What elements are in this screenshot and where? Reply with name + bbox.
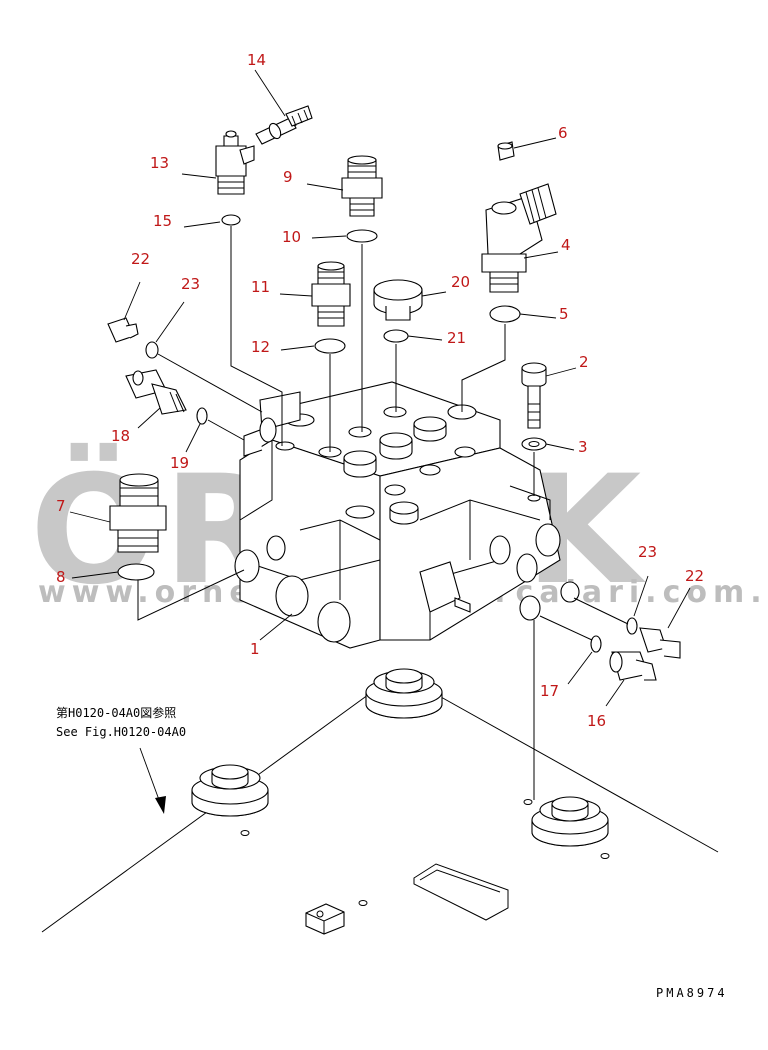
callout-22-right: 22: [685, 567, 704, 585]
callout-20: 20: [451, 273, 470, 291]
callout-23-left: 23: [181, 275, 200, 293]
callout-12: 12: [251, 338, 270, 356]
callouts: 14 13 15 9 10 11 12 20 21 6 4 5 2 3 22 2…: [56, 51, 704, 730]
part-23-o-ring-left: [145, 341, 159, 359]
part-6-cap: [497, 141, 515, 161]
callout-16: 16: [587, 712, 606, 730]
reference-note-japanese: 第H0120-04A0図参照: [56, 705, 176, 720]
valve-body: [234, 381, 580, 649]
part-9-connector: [341, 155, 383, 217]
callout-14: 14: [247, 51, 266, 69]
reference-note: 第H0120-04A0図参照 See Fig.H0120-04A0: [56, 705, 186, 814]
part-3-washer: [521, 437, 547, 451]
rubber-mount-left: [191, 764, 269, 817]
part-21-o-ring: [383, 329, 409, 343]
callout-13: 13: [150, 154, 169, 172]
part-17-o-ring: [590, 635, 602, 653]
callout-6: 6: [558, 124, 568, 142]
part-23-o-ring-right: [626, 617, 638, 635]
part-18-connector: [125, 369, 187, 415]
callout-2: 2: [579, 353, 589, 371]
callout-9: 9: [283, 168, 293, 186]
part-8-o-ring: [117, 563, 155, 581]
callout-11: 11: [251, 278, 270, 296]
part-2-bolt: [521, 362, 547, 429]
part-4-elbow: [481, 183, 557, 293]
part-20-plug: [373, 279, 423, 321]
assembly-lines: [137, 226, 629, 800]
part-15-o-ring: [221, 214, 241, 226]
part-11-connector: [311, 261, 351, 327]
callout-22-left: 22: [131, 250, 150, 268]
callout-15: 15: [153, 212, 172, 230]
callout-18: 18: [111, 427, 130, 445]
reference-note-english: See Fig.H0120-04A0: [56, 725, 186, 739]
drawing-code: PMA8974: [656, 986, 728, 1000]
part-13-connector: [215, 130, 255, 195]
callout-8: 8: [56, 568, 66, 586]
part-14-nipple: [255, 105, 313, 145]
part-19-o-ring: [196, 407, 208, 425]
callout-4: 4: [561, 236, 571, 254]
part-5-o-ring: [489, 305, 521, 323]
callout-3: 3: [578, 438, 588, 456]
callout-17: 17: [540, 682, 559, 700]
part-16-connector: [609, 651, 657, 681]
part-7-connector: [109, 473, 167, 553]
callout-7: 7: [56, 497, 66, 515]
callout-21: 21: [447, 329, 466, 347]
part-12-o-ring: [314, 338, 346, 354]
rubber-mount-right: [531, 796, 609, 847]
reference-arrow-icon: [155, 796, 166, 814]
callout-10: 10: [282, 228, 301, 246]
part-22-bolt-left: [107, 317, 139, 343]
callout-1: 1: [250, 640, 260, 658]
callout-5: 5: [559, 305, 569, 323]
rubber-mount-center: [365, 668, 443, 719]
part-22-bolt-right: [639, 627, 681, 659]
callout-19: 19: [170, 454, 189, 472]
callout-23-right: 23: [638, 543, 657, 561]
part-10-o-ring: [346, 229, 378, 243]
